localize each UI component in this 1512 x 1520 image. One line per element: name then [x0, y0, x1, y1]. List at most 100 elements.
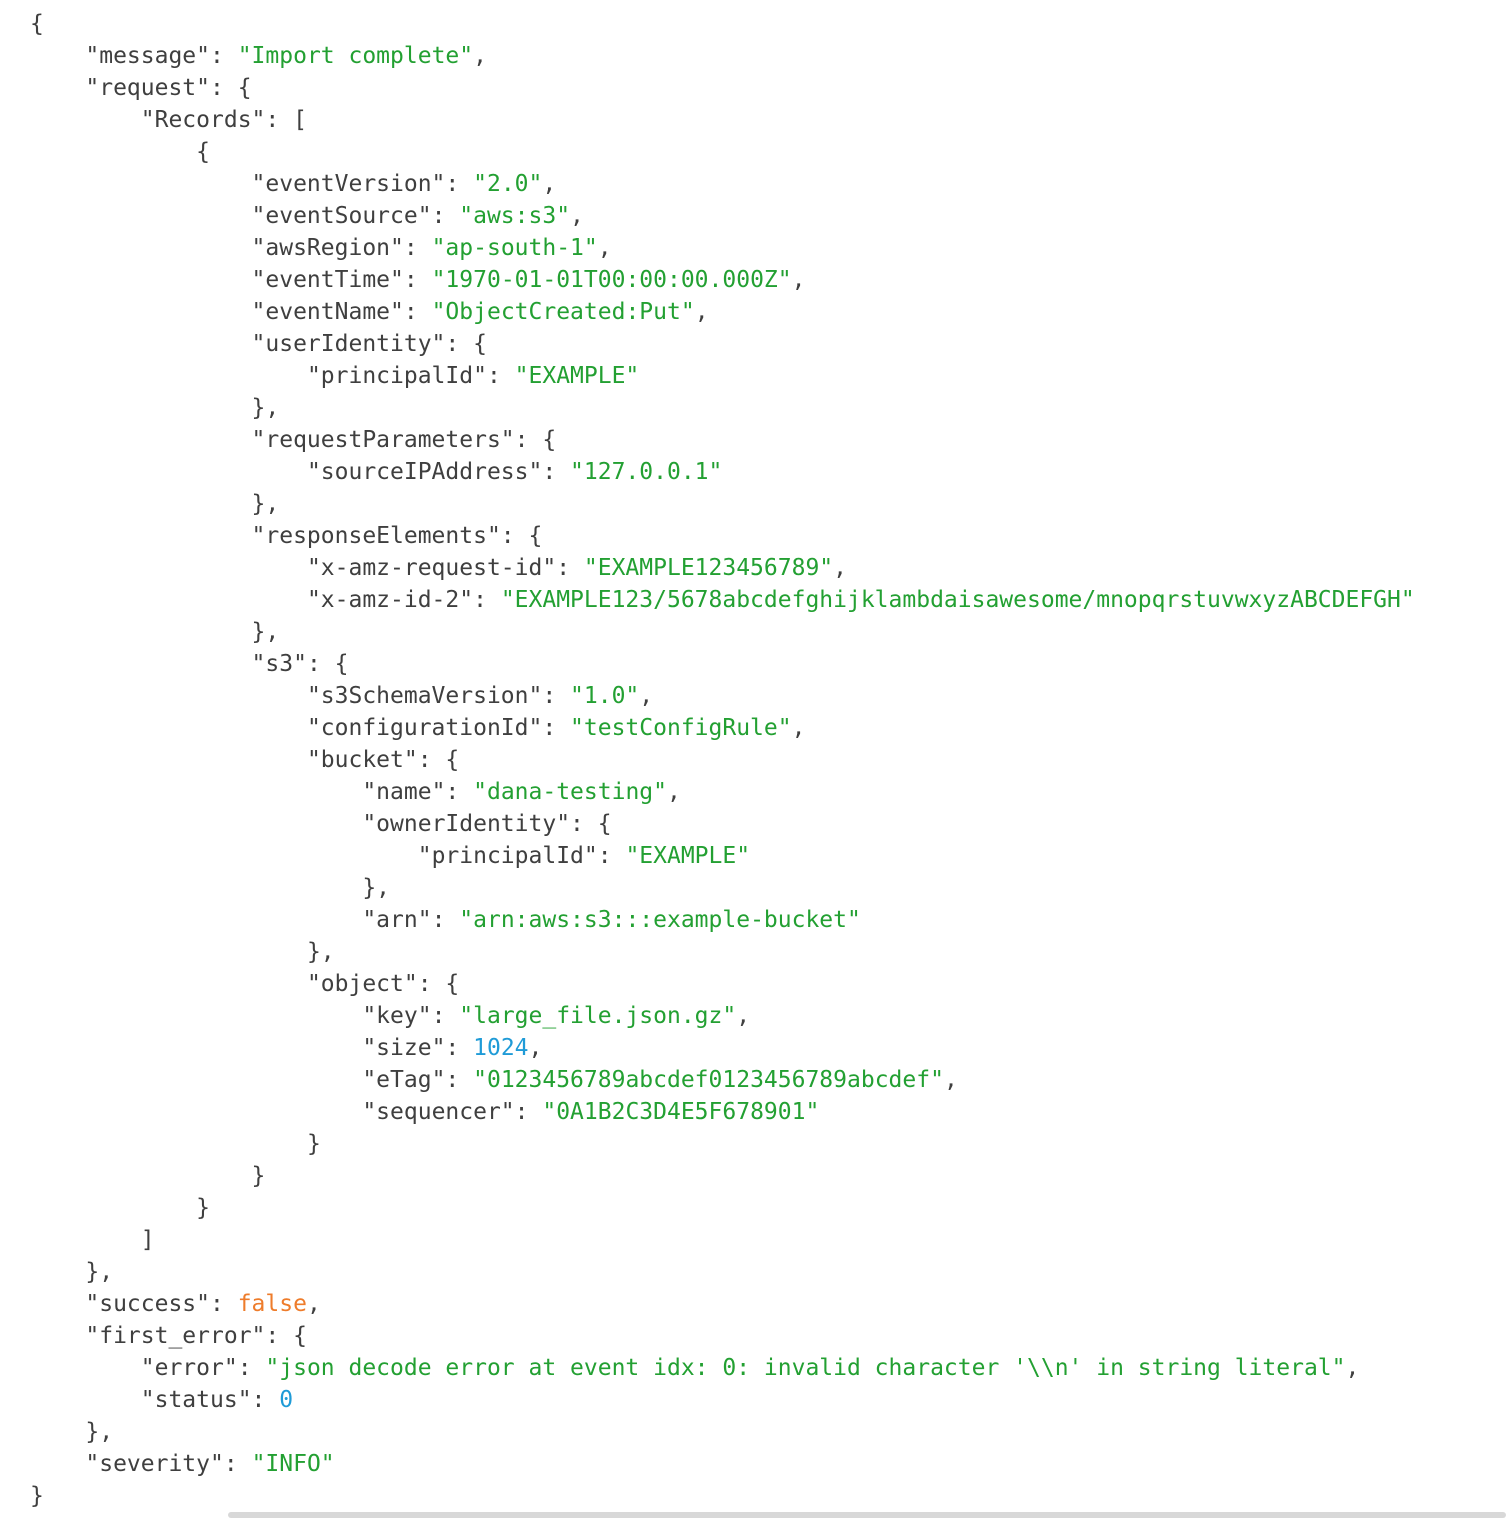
json-key: "ownerIdentity": [362, 811, 571, 837]
json-punctuation: :: [403, 235, 432, 261]
json-key: "error": [140, 1355, 238, 1381]
json-punctuation: },: [85, 1259, 114, 1285]
json-punctuation: :: [542, 683, 571, 709]
json-key: "requestParameters": [251, 427, 515, 453]
json-key: "first_error": [85, 1323, 266, 1349]
code-line: "userIdentity": {: [30, 328, 1506, 360]
code-line: "status": 0: [30, 1384, 1506, 1416]
json-key: "Records": [140, 107, 266, 133]
code-line: {: [30, 8, 1506, 40]
json-punctuation: }: [30, 1483, 44, 1509]
json-punctuation: :: [473, 587, 501, 613]
json-key: "principalId": [417, 843, 598, 869]
json-string: "json decode error at event idx: 0: inva…: [265, 1355, 1346, 1381]
json-number: 1024: [473, 1035, 529, 1061]
json-punctuation: :: [210, 1291, 238, 1317]
json-punctuation: ,: [570, 203, 584, 229]
json-key: "size": [362, 1035, 446, 1061]
json-punctuation: },: [362, 875, 391, 901]
code-line: },: [30, 392, 1506, 424]
json-punctuation: :: [445, 171, 474, 197]
json-punctuation: : {: [210, 75, 252, 101]
json-key: "eventSource": [251, 203, 432, 229]
json-punctuation: :: [514, 1099, 543, 1125]
json-key: "eventVersion": [251, 171, 446, 197]
json-punctuation: :: [403, 299, 432, 325]
code-line: "object": {: [30, 968, 1506, 1000]
json-punctuation: },: [85, 1419, 114, 1445]
code-line: "responseElements": {: [30, 520, 1506, 552]
json-punctuation: :: [431, 203, 460, 229]
json-punctuation: ,: [1345, 1355, 1360, 1381]
code-line: "bucket": {: [30, 744, 1506, 776]
json-punctuation: :: [542, 459, 571, 485]
json-punctuation: ,: [473, 43, 487, 69]
json-string: "EXAMPLE123456789": [583, 555, 834, 581]
code-line: "awsRegion": "ap-south-1",: [30, 232, 1506, 264]
code-line: "eventVersion": "2.0",: [30, 168, 1506, 200]
json-punctuation: :: [486, 363, 515, 389]
json-punctuation: :: [237, 1355, 266, 1381]
json-key: "s3": [251, 651, 307, 677]
code-line: "s3SchemaVersion": "1.0",: [30, 680, 1506, 712]
json-punctuation: : {: [500, 523, 543, 549]
code-line: "key": "large_file.json.gz",: [30, 1000, 1506, 1032]
code-line: "eTag": "0123456789abcdef0123456789abcde…: [30, 1064, 1506, 1096]
json-punctuation: ,: [306, 1291, 321, 1317]
json-string: "ObjectCreated:Put": [431, 299, 695, 325]
json-punctuation: },: [306, 939, 335, 965]
json-key: "severity": [85, 1451, 224, 1477]
json-punctuation: ,: [667, 779, 681, 805]
json-string: "0A1B2C3D4E5F678901": [542, 1099, 820, 1125]
json-punctuation: }: [306, 1131, 321, 1157]
json-string: "aws:s3": [459, 203, 571, 229]
json-key: "bucket": [306, 747, 418, 773]
json-key: "x-amz-request-id": [306, 555, 557, 581]
json-string: "EXAMPLE123/5678abcdefghijklambdaisaweso…: [500, 587, 1415, 613]
json-punctuation: :: [556, 555, 584, 581]
json-key: "message": [85, 43, 210, 69]
json-string: "Import complete": [237, 43, 474, 69]
json-punctuation: :: [542, 715, 571, 741]
json-punctuation: ,: [791, 715, 806, 741]
json-key: "responseElements": [251, 523, 501, 549]
code-line: "x-amz-request-id": "EXAMPLE123456789",: [30, 552, 1506, 584]
code-line: "success": false,: [30, 1288, 1506, 1320]
json-punctuation: : {: [445, 331, 487, 357]
json-punctuation: ,: [528, 1035, 543, 1061]
json-punctuation: ,: [639, 683, 654, 709]
json-string: "EXAMPLE": [514, 363, 640, 389]
code-line: "eventTime": "1970-01-01T00:00:00.000Z",: [30, 264, 1506, 296]
code-line: },: [30, 488, 1506, 520]
json-punctuation: ,: [943, 1067, 958, 1093]
json-punctuation: ,: [694, 299, 709, 325]
json-punctuation: },: [251, 491, 280, 517]
json-punctuation: ,: [597, 235, 612, 261]
json-key: "eventTime": [251, 267, 404, 293]
code-line: "eventSource": "aws:s3",: [30, 200, 1506, 232]
code-line: "eventName": "ObjectCreated:Put",: [30, 296, 1506, 328]
json-punctuation: ,: [542, 171, 557, 197]
json-key: "x-amz-id-2": [306, 587, 474, 613]
json-number: 0: [279, 1387, 294, 1413]
code-line: }: [30, 1192, 1506, 1224]
code-line: },: [30, 616, 1506, 648]
json-string: "testConfigRule": [570, 715, 792, 741]
json-punctuation: : [: [265, 107, 307, 133]
horizontal-scrollbar[interactable]: [228, 1512, 1506, 1518]
json-string: "EXAMPLE": [625, 843, 751, 869]
json-punctuation: ,: [833, 555, 847, 581]
json-key: "eventName": [251, 299, 404, 325]
json-string: "0123456789abcdef0123456789abcdef": [473, 1067, 944, 1093]
json-string: "INFO": [251, 1451, 335, 1477]
json-punctuation: }: [251, 1163, 266, 1189]
code-line: }: [30, 1160, 1506, 1192]
json-punctuation: {: [196, 139, 211, 165]
code-line: }: [30, 1128, 1506, 1160]
json-key: "object": [306, 971, 418, 997]
json-punctuation: ]: [140, 1227, 155, 1253]
code-line: "size": 1024,: [30, 1032, 1506, 1064]
code-line: "severity": "INFO": [30, 1448, 1506, 1480]
json-punctuation: :: [431, 907, 460, 933]
json-key: "configurationId": [306, 715, 543, 741]
